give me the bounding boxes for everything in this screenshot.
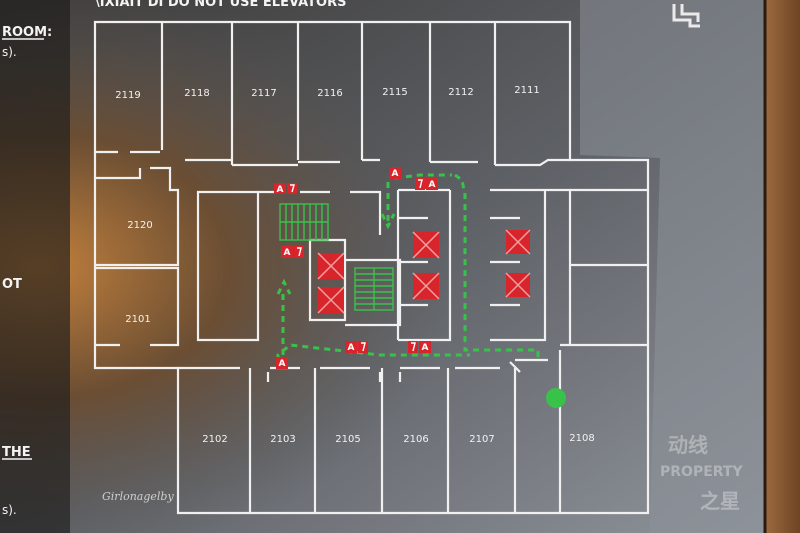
room-number: 2120: [127, 220, 152, 231]
left-fragment-2: s).: [2, 503, 17, 517]
wood-frame: [765, 0, 800, 533]
svg-text:A: A: [429, 180, 436, 190]
room-labels-bottom: 2102 2103 2105 2106 2107 2108: [202, 433, 594, 445]
alarm-marker: A: [281, 246, 293, 258]
assembly-point-icon: [546, 388, 566, 408]
left-fragment-room: ROOM:: [2, 25, 52, 40]
left-fragment-1: s).: [2, 45, 17, 59]
svg-text:A: A: [392, 169, 399, 179]
room-labels-top: 2119 2118 2117 2116 2115 2112 2111: [115, 85, 539, 101]
evacuation-route: [276, 173, 566, 408]
left-fragment-not: OT: [2, 277, 22, 292]
photographer-signature: Girlonagelby: [102, 490, 174, 503]
svg-text:PROPERTY: PROPERTY: [660, 464, 743, 480]
svg-text:A: A: [422, 343, 429, 353]
alarm-marker: A: [276, 357, 288, 369]
left-fragment-the: THE: [2, 445, 31, 460]
fire-extinguisher-icon: [408, 341, 418, 353]
room-number: 2111: [514, 85, 539, 96]
room-number: 2103: [270, 434, 295, 445]
room-number: 2115: [382, 87, 407, 98]
room-number: 2101: [125, 314, 150, 325]
alarm-marker: A: [274, 183, 286, 195]
fire-extinguisher-icon: [287, 183, 297, 194]
fire-extinguisher-icon: [294, 246, 304, 258]
svg-text:动线: 动线: [668, 433, 708, 457]
svg-text:A: A: [277, 185, 284, 195]
room-number: 2106: [403, 434, 428, 445]
elevator-symbols: [317, 229, 531, 314]
left-edge-text: ROOM: s). OT THE s).: [2, 25, 52, 517]
room-number: 2102: [202, 434, 227, 445]
fire-extinguisher-icon: [358, 341, 368, 353]
alarm-marker: A: [426, 178, 438, 190]
room-number: 2119: [115, 90, 140, 101]
watermark: 动线 PROPERTY 之星: [660, 433, 743, 513]
room-number: 2112: [448, 87, 473, 98]
fire-extinguisher-icon: [415, 178, 425, 190]
room-number: 2116: [317, 88, 342, 99]
stairwell-north: [279, 203, 329, 241]
fire-alarm-markers: A A A A A A A: [274, 167, 438, 369]
svg-text:A: A: [284, 248, 291, 258]
room-labels-left: 2120 2101: [125, 220, 152, 325]
svg-text:之星: 之星: [700, 489, 740, 513]
svg-text:A: A: [348, 343, 355, 353]
room-number: 2108: [569, 433, 594, 444]
stairwell-central: [354, 267, 394, 311]
room-number: 2105: [335, 434, 360, 445]
floor-walls: [93, 20, 650, 515]
svg-text:A: A: [279, 359, 286, 369]
alarm-marker: A: [389, 167, 401, 179]
room-number: 2117: [251, 88, 276, 99]
alarm-marker: A: [419, 341, 431, 353]
building-logo-icon: [672, 4, 700, 28]
room-number: 2107: [469, 434, 494, 445]
room-number: 2118: [184, 88, 209, 99]
alarm-marker: A: [345, 341, 357, 353]
header-heading-fragment: \IXIAIT DI DO NOT USE ELEVATORS: [95, 0, 346, 10]
